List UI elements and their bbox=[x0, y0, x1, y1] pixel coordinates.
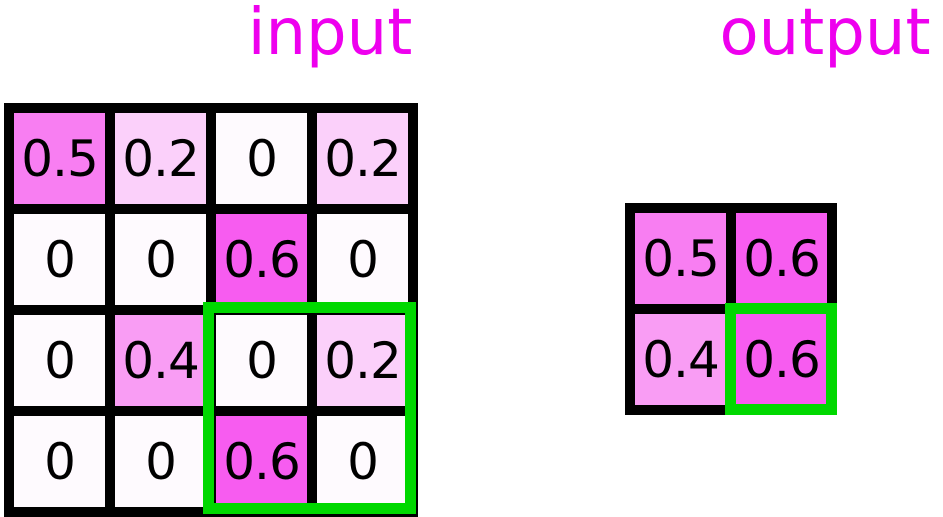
grid-cell: 0.4 bbox=[630, 309, 731, 410]
grid-cell: 0.5 bbox=[9, 108, 110, 209]
grid-cell: 0 bbox=[211, 310, 312, 411]
grid-cell: 0 bbox=[9, 411, 110, 512]
input-title: input bbox=[247, 0, 413, 70]
grid-cell: 0.2 bbox=[312, 108, 413, 209]
grid-cell: 0 bbox=[312, 209, 413, 310]
grid-cell: 0.5 bbox=[630, 208, 731, 309]
grid-cell: 0.6 bbox=[211, 209, 312, 310]
grid-cell: 0 bbox=[9, 310, 110, 411]
grid-cell: 0.6 bbox=[731, 309, 832, 410]
output-title: output bbox=[719, 0, 931, 70]
grid-cell: 0 bbox=[9, 209, 110, 310]
grid-cell: 0 bbox=[110, 209, 211, 310]
grid-cell: 0.6 bbox=[731, 208, 832, 309]
grid-cell: 0.2 bbox=[312, 310, 413, 411]
grid-cell: 0.2 bbox=[110, 108, 211, 209]
grid-cell: 0 bbox=[110, 411, 211, 512]
grid-cell: 0.6 bbox=[211, 411, 312, 512]
grid-cell: 0 bbox=[312, 411, 413, 512]
grid-cell: 0.4 bbox=[110, 310, 211, 411]
grid-cell: 0 bbox=[211, 108, 312, 209]
